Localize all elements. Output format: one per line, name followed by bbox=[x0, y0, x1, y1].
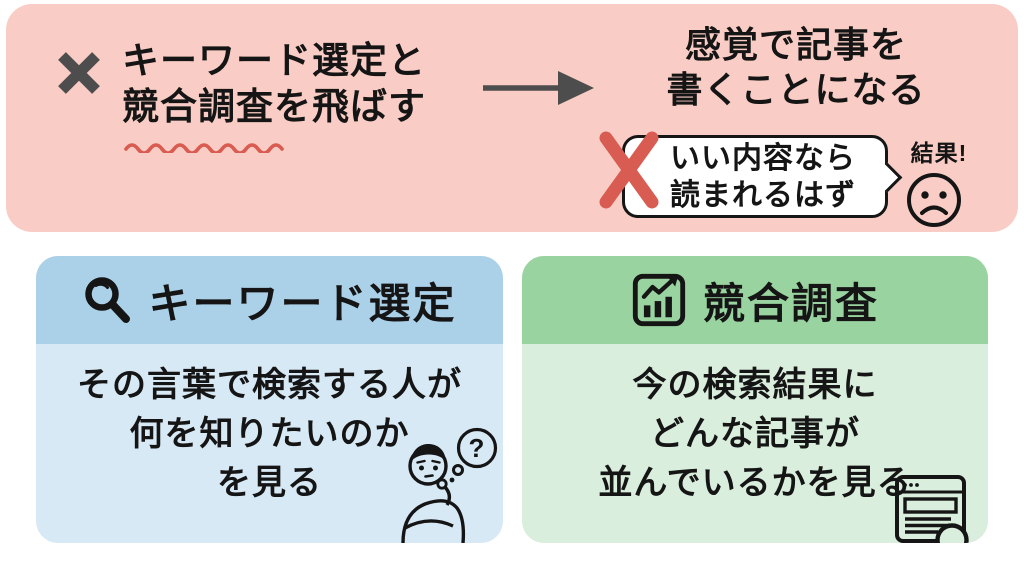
keyword-card-body: その言葉で検索する人が 何を知りたいのか を見る ? bbox=[36, 344, 503, 543]
keyword-card-header: キーワード選定 bbox=[36, 256, 503, 344]
competitor-card-body: 今の検索結果に どんな記事が 並んでいるかを見る bbox=[522, 344, 988, 543]
competitor-card-header: 競合調査 bbox=[522, 256, 988, 344]
x-mark-icon bbox=[58, 52, 100, 94]
sad-face-icon bbox=[907, 173, 961, 227]
competitor-body-line3: 並んでいるかを見る bbox=[598, 464, 912, 502]
red-x-icon bbox=[599, 131, 659, 209]
consequence-line1: 感覚で記事を bbox=[684, 24, 907, 65]
thinker-question-mark: ? bbox=[469, 433, 486, 463]
keyword-body-line2: 何を知りたいのか bbox=[129, 415, 410, 453]
wavy-underline-icon bbox=[124, 143, 284, 153]
keyword-card-title: キーワード選定 bbox=[148, 279, 457, 327]
bubble-line2: 読まれるはず bbox=[670, 178, 856, 212]
thinking-person-illustration: ? bbox=[401, 427, 498, 543]
search-results-illustration bbox=[895, 475, 969, 543]
keyword-body-line1: その言葉で検索する人が bbox=[77, 366, 462, 404]
arrow-right-icon bbox=[483, 71, 594, 105]
competitor-card-title: 競合調査 bbox=[702, 279, 879, 327]
cause-line2: 競合調査を飛ばす bbox=[122, 86, 426, 127]
competitor-research-card: 競合調査 今の検索結果に どんな記事が 並んでいるかを見る bbox=[522, 256, 988, 543]
keyword-body-line3: を見る bbox=[217, 464, 322, 502]
bubble-line1: いい内容なら bbox=[670, 141, 856, 175]
wrong-belief-bubble: いい内容なら 読まれるはず bbox=[622, 135, 903, 218]
magnifier-icon bbox=[85, 277, 131, 323]
competitor-body-line2: どんな記事が bbox=[650, 415, 860, 453]
cause-line1: キーワード選定と bbox=[122, 40, 426, 81]
result-label: 結果! bbox=[910, 140, 968, 166]
keyword-selection-card: キーワード選定 その言葉で検索する人が 何を知りたいのか を見る ? bbox=[36, 256, 503, 543]
competitor-body-line1: 今の検索結果に bbox=[632, 366, 878, 404]
result-block: 結果! bbox=[905, 134, 973, 229]
cause-text: キーワード選定と 競合調査を飛ばす bbox=[122, 38, 426, 153]
bar-chart-icon bbox=[632, 273, 686, 327]
bubble-tail bbox=[872, 162, 903, 193]
consequence-block: 感覚で記事を 書くことになる bbox=[646, 22, 946, 112]
consequence-line2: 書くことになる bbox=[666, 69, 926, 110]
mistake-banner: キーワード選定と 競合調査を飛ばす 感覚で記事を 書くことになる いい内容なら … bbox=[6, 4, 1018, 232]
cause-block: キーワード選定と 競合調査を飛ばす bbox=[56, 38, 426, 153]
